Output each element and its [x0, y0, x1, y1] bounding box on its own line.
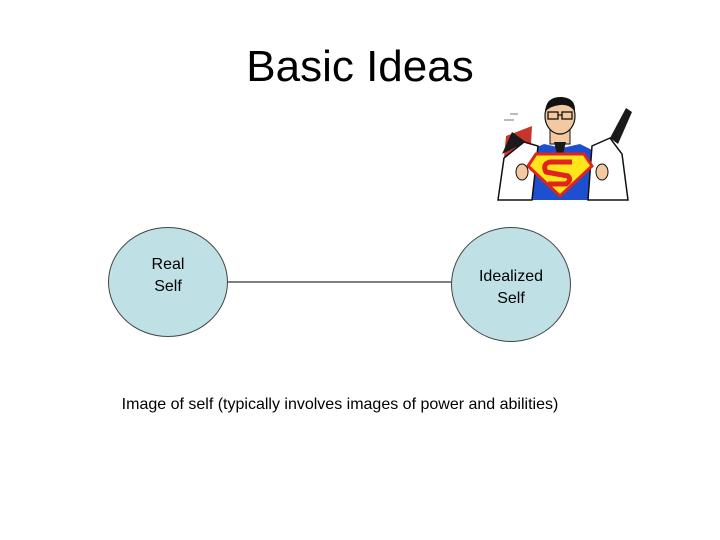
idealized-self-label: Idealized Self: [478, 267, 544, 307]
superhero-reveal-illustration: [497, 96, 632, 201]
real-self-label: Real Self: [151, 256, 185, 295]
caption-text: Image of self (typically involves images…: [121, 396, 559, 413]
slide-title: Basic Ideas: [246, 42, 474, 91]
idealized-self-node: Idealized Self: [451, 227, 571, 342]
real-self-node: Real Self: [108, 227, 228, 337]
hair: [545, 96, 576, 112]
